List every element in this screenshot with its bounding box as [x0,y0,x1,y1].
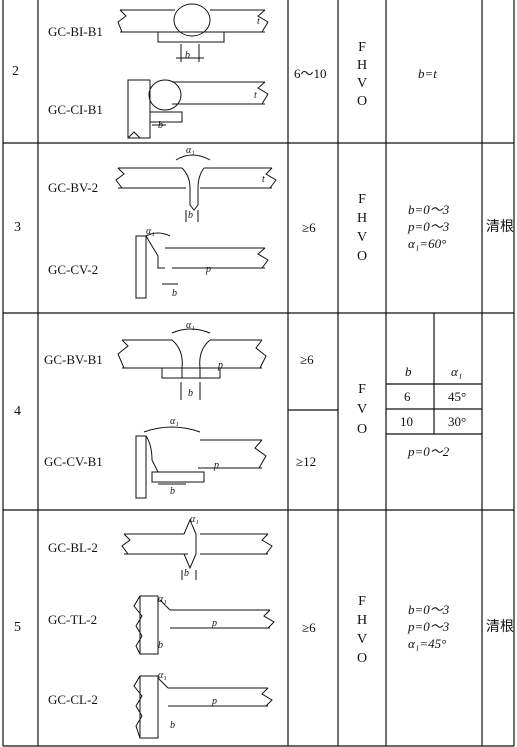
figure-label-p: p [218,360,223,371]
joint-code: GC-TL-2 [48,612,98,627]
row-number: 2 [12,64,19,79]
thickness-value: 6～10 [294,66,327,81]
sub-table-cell: 10 [400,414,413,429]
position-v: V [356,76,368,91]
sub-table-header-b: b [405,364,412,379]
sub-table-cell: 6 [404,389,411,404]
position-v: V [356,230,368,245]
joint-figure-gc-tl-2 [133,595,275,655]
joint-figure-gc-cv-2 [135,232,269,299]
position-o: O [356,249,368,264]
figure-label-alpha: α₁ [158,670,167,681]
position-f: F [358,594,366,609]
figure-label-alpha: α₁ [186,320,195,331]
position-o: O [356,94,368,109]
thickness-value: ≥6 [302,220,316,235]
dimension-value: b=t [418,66,437,81]
figure-label-t: t [262,174,265,185]
figure-label-alpha: α₁ [186,145,195,156]
position-v: V [356,632,368,647]
figure-label-p: p [214,460,219,471]
joint-code: GC-CV-B1 [44,454,103,469]
joint-code: GC-BV-B1 [44,352,103,367]
joint-code: GC-BV-2 [48,180,99,195]
remark: 清根 [486,220,514,235]
thickness-value: ≥6 [300,352,314,367]
position-o: O [356,422,368,437]
row-number: 5 [14,620,21,635]
figure-label-b: b [170,486,175,497]
figure-label-t: t [257,16,260,27]
figure-label-p: p [206,264,211,275]
joint-figure-gc-ci-b1 [127,79,269,139]
joint-figure-gc-cl-2 [133,675,273,739]
figure-label-alpha: α₁ [190,514,199,525]
joint-figure-gc-bv-b1 [117,328,267,400]
joint-code: GC-BI-B1 [48,24,103,39]
thickness-value: ≥6 [302,620,316,635]
row-number: 3 [14,220,21,235]
joint-code: GC-CV-2 [48,262,99,277]
figure-label-p: p [212,696,217,707]
thickness-value: ≥12 [296,454,317,469]
figure-label-b: b [170,720,175,731]
row-number: 4 [14,404,21,419]
figure-label-b: b [172,288,177,299]
position-h: H [356,58,368,73]
figure-label-b: b [184,568,189,579]
dimension-value: b=0～3 [408,602,450,617]
dimension-value: α₁=45° [408,636,447,651]
figure-label-t: t [254,90,257,101]
figure-label-alpha: α₁ [170,416,179,427]
sub-table-cell: 30° [448,414,467,429]
figure-label-b: b [158,640,163,651]
figure-label-p: p [212,618,217,629]
dimension-value: p=0～3 [408,219,450,234]
joint-figure-gc-bv-2 [115,154,277,222]
position-f: F [358,40,366,55]
joint-figure-gc-cv-b1 [135,426,267,499]
position-f: F [358,192,366,207]
sub-table-header-alpha: α₁ [451,364,463,379]
position-v: V [356,402,368,417]
figure-label-b: b [185,50,190,61]
remark: 清根 [486,620,514,635]
position-f: F [358,382,366,397]
dimension-value: α₁=60° [408,236,447,251]
figure-label-alpha: α₁ [146,226,155,237]
figure-label-alpha: α₁ [158,594,167,605]
sub-table-footer: p=0～2 [408,444,450,459]
figure-label-b: b [188,388,193,399]
figure-label-b: b [188,210,193,221]
joint-code: GC-CI-B1 [48,102,103,117]
dimension-value: p=0～3 [408,619,450,634]
position-h: H [356,211,368,226]
position-o: O [356,651,368,666]
figure-label-b: b [158,120,163,131]
joint-figure-gc-bl-2 [121,518,273,580]
position-h: H [356,613,368,628]
sub-table-cell: 45° [448,389,467,404]
joint-figure-gc-bi-b1 [117,3,269,62]
joint-code: GC-CL-2 [48,692,98,707]
dimension-value: b=0～3 [408,202,450,217]
joint-code: GC-BL-2 [48,540,98,555]
